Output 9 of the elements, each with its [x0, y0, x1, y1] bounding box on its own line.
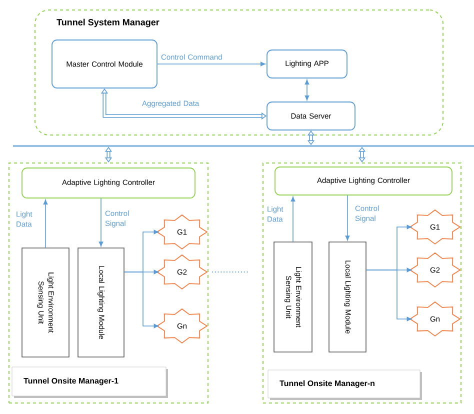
arrow [345, 195, 350, 240]
arrow [366, 270, 412, 322]
arrow [290, 196, 296, 242]
arrow [98, 198, 104, 246]
arrow [304, 80, 310, 100]
bus-line [13, 145, 474, 147]
arrow [157, 62, 266, 66]
arrow [43, 200, 48, 248]
arrow [124, 272, 159, 328]
